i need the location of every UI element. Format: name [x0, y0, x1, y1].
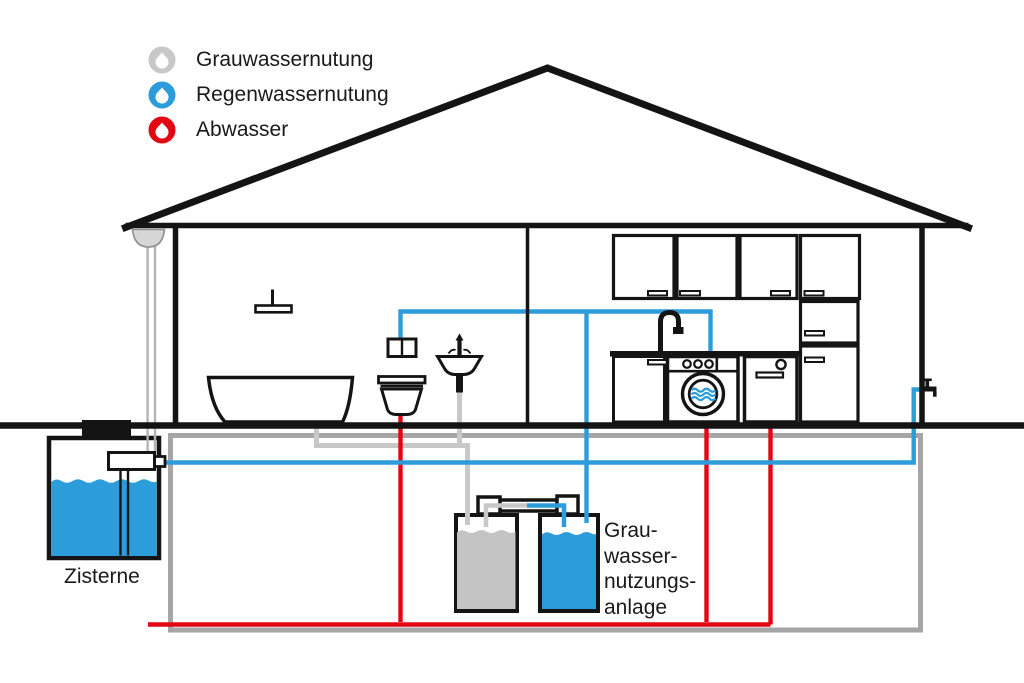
- kitchen-upper-cabinet-door: [798, 233, 862, 301]
- washbasin-bowl: [434, 355, 485, 376]
- kitchen-mid-cabinet: [798, 299, 860, 345]
- cistern-filter-box: [107, 451, 167, 556]
- rain-downpipe: [146, 244, 157, 454]
- cabinet-handle: [804, 330, 825, 337]
- greywater-unit-label: Grau- wasser- nutzungs- anlage: [604, 518, 696, 620]
- cabinet-handle: [647, 290, 668, 297]
- suction-pipe: [119, 469, 130, 556]
- legend-item-wastewater: Abwasser: [148, 116, 389, 144]
- shower-head-icon: [254, 304, 293, 314]
- kitchen-upper-cabinet-door: [675, 233, 739, 301]
- greywater-unit-label-line: anlage: [604, 595, 668, 619]
- greywater-unit-label-line: nutzungs-: [604, 570, 697, 593]
- left-tank-gray-water: [457, 530, 516, 609]
- cistern-label: Zisterne: [64, 565, 140, 588]
- kitchen: [610, 233, 862, 424]
- kitchen-upper-cabinet-door: [611, 233, 676, 301]
- toilet: [377, 337, 427, 416]
- toilet-washer-supply-pipe: [398, 309, 713, 352]
- legend-item-rainwater: Regenwassernutung: [148, 81, 389, 109]
- washing-machine-panel: [667, 356, 738, 373]
- foundation-frame: [168, 433, 923, 633]
- house: [120, 64, 974, 423]
- roof: [120, 64, 974, 233]
- dishwasher-body: [742, 354, 799, 424]
- graywater-drain-pipes: [314, 391, 470, 525]
- legend: Grauwassernutung Regenwassernutung Abwas…: [148, 46, 389, 151]
- legend-item-graywater: Grauwassernutung: [148, 46, 389, 74]
- washbasin: [434, 333, 485, 393]
- greywater-unit-label-line: Grau-: [604, 519, 658, 542]
- water-waves-icon: [690, 387, 717, 402]
- outdoor-faucet-handle: [922, 378, 932, 382]
- greywater-unit-label-line: wasser-: [604, 544, 678, 568]
- kitchen-base-cabinet: [612, 355, 666, 424]
- outdoor-faucet-body: [920, 386, 937, 392]
- bathtub: [206, 375, 355, 424]
- washbasin-spray-icon: [447, 348, 472, 355]
- bridge-pipe-blue-segment: [527, 503, 567, 527]
- bridge-pipe-gray-segment: [483, 503, 527, 527]
- dishwasher-handle: [755, 371, 785, 379]
- kitchen-faucet-spout-icon: [673, 327, 684, 334]
- right-tank-clear-water: [542, 532, 596, 609]
- filter-box: [107, 451, 156, 471]
- droplet-icon: [148, 116, 176, 144]
- dishwasher-knob-icon: [775, 358, 787, 371]
- outdoor-faucet-icon: [920, 378, 937, 397]
- toilet-lid: [377, 375, 427, 385]
- legend-label: Grauwassernutung: [196, 48, 374, 71]
- cabinet-handle: [679, 290, 701, 297]
- legend-label: Regenwassernutung: [196, 83, 389, 106]
- wastewater-pipes: [148, 413, 773, 627]
- washing-machine: [665, 354, 740, 424]
- droplet-icon: [148, 81, 176, 109]
- washer-knob-icon: [704, 359, 714, 369]
- cabinet-handle: [770, 290, 791, 297]
- greywater-unit: [454, 494, 600, 613]
- gutter-funnel-icon: [131, 228, 166, 248]
- cabinet-handle: [803, 290, 825, 297]
- legend-label: Abwasser: [196, 118, 289, 141]
- droplet-icon: [148, 46, 176, 74]
- washbasin-faucet-tip-icon: [455, 333, 464, 341]
- outdoor-faucet-spout: [933, 391, 937, 397]
- bathroom: [206, 289, 485, 424]
- cistern: [46, 420, 162, 561]
- toilet-bowl: [379, 387, 424, 416]
- kitchen-faucet-icon: [658, 309, 681, 351]
- kitchen-upper-cabinet-door: [738, 233, 799, 301]
- dishwasher: [742, 354, 799, 424]
- cabinet-handle: [804, 356, 825, 363]
- kitchen-counter: [610, 351, 801, 357]
- outdoor-faucet-stem: [925, 380, 930, 387]
- washer-knob-icon: [693, 359, 703, 369]
- washer-knob-icon: [682, 359, 692, 369]
- cistern-water: [51, 479, 157, 556]
